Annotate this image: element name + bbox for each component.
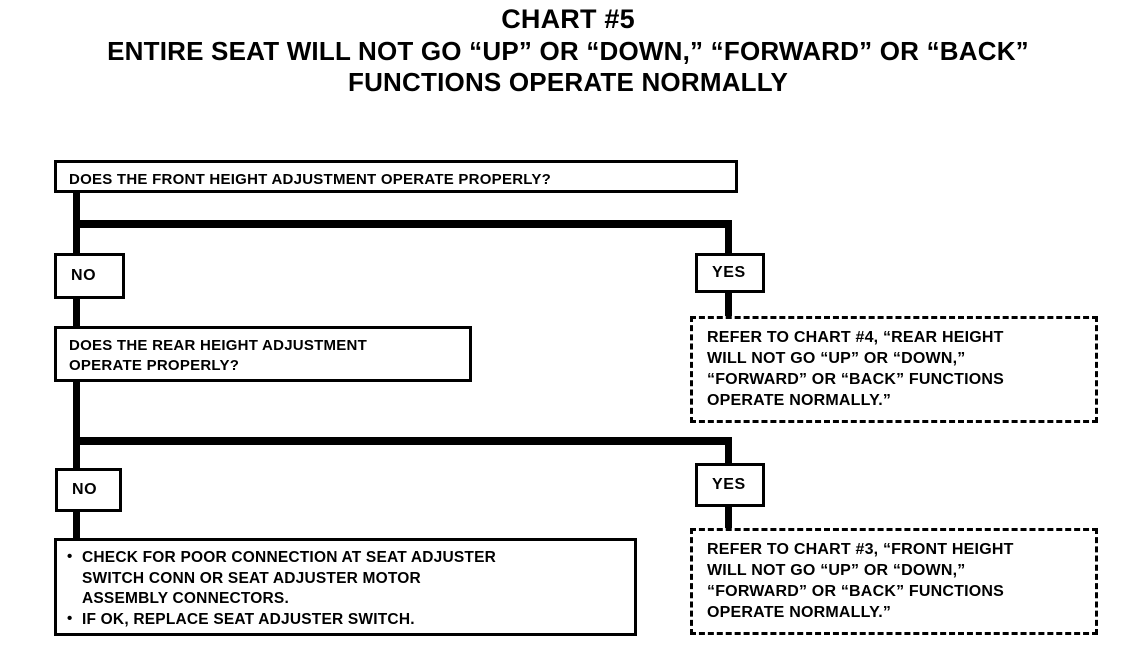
action-bullet-item: IF OK, REPLACE SEAT ADJUSTER SWITCH. (67, 609, 624, 631)
page-subtitle-line-1: ENTIRE SEAT WILL NOT GO “UP” OR “DOWN,” … (107, 35, 1029, 66)
reference-box-chart-4[interactable]: REFER TO CHART #4, “REAR HEIGHT WILL NOT… (690, 316, 1098, 423)
branch-label-yes-2-text: YES (712, 476, 746, 494)
page-title: CHART #5 (501, 4, 635, 34)
page-subtitle-line-2: FUNCTIONS OPERATE NORMALLY (348, 66, 788, 97)
branch-label-no-2-text: NO (72, 481, 98, 499)
connector-q2-stem (73, 380, 80, 442)
chart-title-block: CHART #5 ENTIRE SEAT WILL NOT GO “UP” OR… (0, 4, 1136, 97)
reference-box-chart-3[interactable]: REFER TO CHART #3, “FRONT HEIGHT WILL NO… (690, 528, 1098, 635)
decision-box-front-height[interactable]: DOES THE FRONT HEIGHT ADJUSTMENT OPERATE… (54, 160, 738, 193)
branch-label-no-2[interactable]: NO (55, 468, 122, 512)
reference-box-chart-4-text: REFER TO CHART #4, “REAR HEIGHT WILL NOT… (707, 329, 1005, 410)
connector-to-yes-1 (725, 220, 732, 256)
branch-label-no-1-text: NO (71, 267, 97, 285)
decision-box-front-height-text: DOES THE FRONT HEIGHT ADJUSTMENT OPERATE… (69, 171, 551, 188)
decision-box-rear-height-text: DOES THE REAR HEIGHT ADJUSTMENT OPERATE … (69, 337, 368, 374)
branch-label-no-1[interactable]: NO (54, 253, 125, 299)
branch-label-yes-2[interactable]: YES (695, 463, 765, 507)
action-bullet-list: CHECK FOR POOR CONNECTION AT SEAT ADJUST… (67, 547, 624, 631)
connector-to-no-2 (73, 437, 80, 471)
connector-yes2-to-ref3 (725, 506, 732, 532)
connector-bus-row-1 (73, 220, 732, 228)
reference-box-chart-3-text: REFER TO CHART #3, “FRONT HEIGHT WILL NO… (707, 541, 1014, 622)
connector-no2-to-action (73, 511, 80, 540)
decision-box-rear-height[interactable]: DOES THE REAR HEIGHT ADJUSTMENT OPERATE … (54, 326, 472, 382)
connector-to-no-1 (73, 220, 80, 256)
connector-to-yes-2 (725, 437, 732, 467)
connector-yes1-to-ref4 (725, 291, 732, 319)
connector-bus-row-2 (73, 437, 732, 445)
connector-q1-stem (73, 190, 80, 226)
action-box-repair-steps[interactable]: CHECK FOR POOR CONNECTION AT SEAT ADJUST… (54, 538, 637, 636)
branch-label-yes-1[interactable]: YES (695, 253, 765, 293)
action-bullet-item: CHECK FOR POOR CONNECTION AT SEAT ADJUST… (67, 547, 624, 610)
connector-no1-to-q2 (73, 298, 80, 330)
branch-label-yes-1-text: YES (712, 264, 746, 282)
